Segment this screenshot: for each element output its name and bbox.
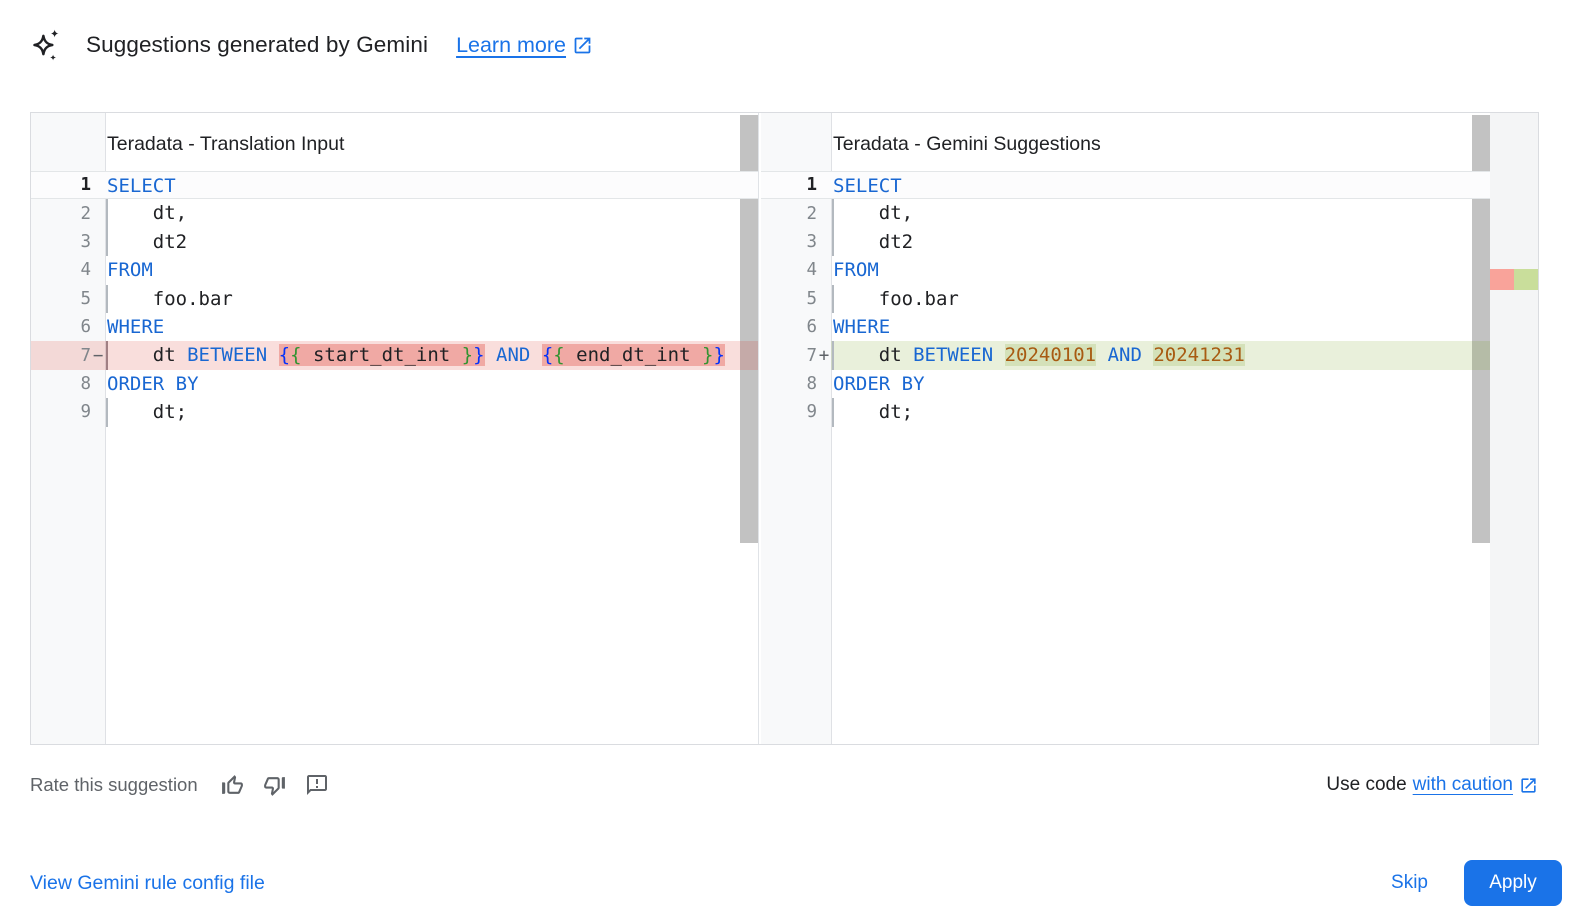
line-number: 9 xyxy=(806,402,817,423)
open-in-new-icon xyxy=(1521,777,1536,793)
ruler-removed-marker xyxy=(1490,269,1514,290)
use-code-text: Use code xyxy=(1326,774,1407,795)
rate-row: Rate this suggestion Use code with cau xyxy=(30,768,1538,802)
line-number: 9 xyxy=(80,402,91,423)
ruler-added-marker xyxy=(1514,269,1538,290)
line-number: 4 xyxy=(806,260,817,281)
line-number: 6 xyxy=(80,317,91,338)
feedback-icon[interactable] xyxy=(304,772,330,798)
code-line: 7+ dt BETWEEN 20240101 AND 20241231 xyxy=(761,341,1490,371)
line-number: 1 xyxy=(806,175,817,196)
page-title: Suggestions generated by Gemini xyxy=(86,32,429,57)
code-line: 5 foo.bar xyxy=(761,284,1490,314)
thumb-up-icon[interactable] xyxy=(220,772,246,798)
code-line: 2 dt, xyxy=(31,199,758,229)
line-number: 5 xyxy=(80,288,91,309)
skip-button[interactable]: Skip xyxy=(1373,862,1446,904)
left-scrollbar-thumb[interactable] xyxy=(740,115,758,543)
line-number: 6 xyxy=(806,317,817,338)
open-in-new-icon xyxy=(574,37,591,53)
line-number: 2 xyxy=(80,203,91,224)
header: Suggestions generated by Gemini Learn mo… xyxy=(30,28,593,62)
code-line: 3 dt2 xyxy=(31,227,758,257)
apply-button[interactable]: Apply xyxy=(1464,860,1562,906)
with-caution-link[interactable]: with caution xyxy=(1412,774,1513,795)
line-number: 3 xyxy=(80,231,91,252)
pane-title: Teradata - Translation Input xyxy=(107,132,345,155)
gemini-sparkle-icon xyxy=(33,29,59,61)
learn-more-link[interactable]: Learn more xyxy=(456,33,593,58)
line-number: 1 xyxy=(80,175,91,196)
line-number: 3 xyxy=(806,231,817,252)
code-line: 9 dt; xyxy=(761,398,1490,427)
line-number: 8 xyxy=(806,373,817,394)
line-number: 7− xyxy=(31,341,105,370)
right-scrollbar-thumb[interactable] xyxy=(1472,115,1490,543)
line-number: 5 xyxy=(806,288,817,309)
use-code-notice: Use code with caution xyxy=(1326,774,1538,796)
line-number: 4 xyxy=(80,260,91,281)
code-line: 5 foo.bar xyxy=(31,284,758,314)
rate-label: Rate this suggestion xyxy=(30,774,198,795)
footer-actions: View Gemini rule config file Skip Apply xyxy=(30,858,1562,908)
code-line: 2 dt, xyxy=(761,199,1490,229)
line-number: 8 xyxy=(80,373,91,394)
rate-controls: Rate this suggestion xyxy=(30,772,346,798)
code-line: 9 dt; xyxy=(31,398,758,427)
line-number: 2 xyxy=(806,203,817,224)
code-line: 3 dt2 xyxy=(761,227,1490,257)
diff-overview-ruler[interactable] xyxy=(1490,113,1538,744)
pane-title: Teradata - Gemini Suggestions xyxy=(833,132,1101,155)
code-line: 7− dt BETWEEN {{ start_dt_int }} AND {{ … xyxy=(31,341,758,371)
thumb-down-icon[interactable] xyxy=(262,772,288,798)
pane-divider xyxy=(758,113,761,744)
view-rule-config-link[interactable]: View Gemini rule config file xyxy=(30,871,265,894)
line-number: 7+ xyxy=(806,345,830,366)
